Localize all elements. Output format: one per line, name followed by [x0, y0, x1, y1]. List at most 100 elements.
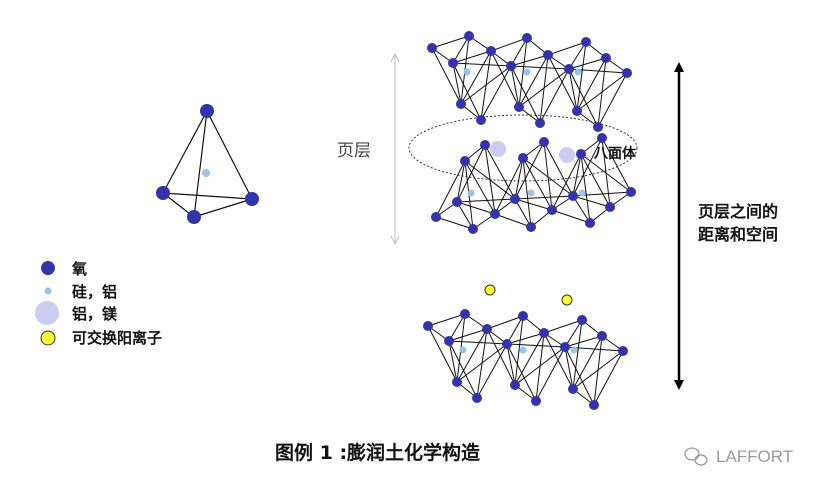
bond-line	[539, 54, 549, 124]
octahedron-ellipse	[408, 114, 638, 182]
oxygen-atom	[597, 133, 607, 143]
bond-line	[490, 37, 528, 52]
silicon-atom	[527, 189, 535, 197]
oxygen-atom	[431, 212, 441, 222]
watermark: LAFFORT	[716, 447, 794, 466]
silicon-atom	[467, 189, 475, 197]
bond-line	[543, 332, 574, 390]
oxygen-atom	[535, 118, 545, 128]
bond-line	[448, 340, 458, 383]
bond-line	[460, 50, 492, 105]
oxygen-atom	[476, 115, 486, 125]
oxygen-atom	[568, 384, 578, 394]
legend-cation-icon	[40, 330, 56, 346]
bond-line	[486, 328, 516, 386]
bond-line	[564, 335, 603, 348]
bond-line	[452, 62, 482, 121]
bond-line	[506, 332, 545, 345]
oxygen-atom	[568, 191, 578, 201]
bond-line	[490, 50, 520, 108]
oxygen-atom	[506, 61, 516, 71]
bond-line	[572, 195, 611, 208]
silicon-atom	[459, 346, 467, 354]
oxygen-atom	[518, 153, 528, 163]
bond-line	[510, 65, 520, 108]
aluminum-magnesium-atom	[559, 147, 575, 163]
bond-line	[484, 144, 496, 215]
oxygen-atom	[490, 209, 500, 219]
oxygen-atom	[539, 137, 549, 147]
bond-line	[514, 315, 524, 386]
bond-line	[551, 209, 591, 224]
oxygen-atom	[472, 393, 482, 403]
bond-line	[593, 350, 624, 406]
bond-line	[448, 313, 466, 342]
bond-line	[514, 332, 545, 386]
bond-line	[601, 137, 611, 208]
bond-line	[593, 335, 603, 406]
bond-line	[431, 47, 462, 105]
oxygen-atom	[539, 328, 549, 338]
oxygen-atom	[543, 50, 553, 60]
bond-line	[510, 65, 541, 124]
bond-line	[480, 50, 492, 121]
oxygen-atom	[468, 224, 478, 234]
wechat-icon	[684, 447, 708, 466]
bond-line	[456, 201, 496, 215]
bond-line	[510, 54, 549, 67]
oxygen-atom	[156, 186, 170, 200]
silicon-atom	[463, 68, 471, 76]
bond-line	[597, 57, 607, 128]
bond-line	[522, 157, 553, 211]
sheet-layer-label: 页层	[337, 141, 371, 161]
bond-line	[510, 37, 528, 67]
oxygen-atom	[452, 197, 462, 207]
exchangeable-cation	[484, 284, 496, 296]
bond-line	[452, 50, 492, 64]
bond-line	[448, 340, 478, 399]
bond-line	[535, 332, 545, 402]
oxygen-atom	[482, 324, 492, 334]
oxygen-atom	[448, 58, 458, 68]
oxygen-atom	[187, 210, 201, 224]
bond-line	[435, 160, 466, 218]
bond-line	[510, 65, 570, 70]
bond-line	[539, 68, 570, 124]
bond-line	[580, 153, 611, 208]
bond-line	[452, 62, 462, 105]
bond-line	[514, 198, 532, 228]
tetrahedron	[162, 110, 253, 218]
oxygen-atom	[502, 339, 512, 349]
interlayer-label-line1: 页层之间的	[698, 202, 779, 221]
sheet-span-arrow	[390, 52, 400, 246]
oxygen-atom	[572, 106, 582, 116]
bond-line	[484, 144, 516, 200]
figure-caption: 图例 1 :膨润土化学构造	[275, 442, 481, 464]
oxygen-atom	[460, 156, 470, 166]
bond-line	[518, 54, 549, 108]
oxygen-atom	[576, 149, 586, 159]
oxygen-atom	[564, 64, 574, 74]
oxygen-atom	[526, 222, 536, 232]
oxygen-atom	[589, 400, 599, 410]
bond-line	[464, 160, 496, 215]
bond-line	[480, 65, 512, 121]
bond-line	[522, 157, 532, 228]
bond-line	[427, 313, 466, 327]
octahedron-label: 八面体	[594, 146, 636, 162]
bond-line	[543, 141, 553, 211]
bond-line	[448, 340, 508, 345]
bond-line	[476, 343, 508, 399]
bond-line	[576, 57, 607, 112]
bond-line	[551, 153, 582, 211]
bond-line	[514, 198, 553, 211]
oxygen-atom	[585, 218, 595, 228]
bond-line	[514, 141, 545, 200]
silicon-atom	[523, 68, 531, 76]
bond-line	[448, 328, 488, 342]
bond-line	[572, 319, 583, 390]
bond-line	[547, 41, 587, 56]
oxygen-atom	[460, 309, 470, 319]
oxygen-atom	[444, 336, 454, 346]
